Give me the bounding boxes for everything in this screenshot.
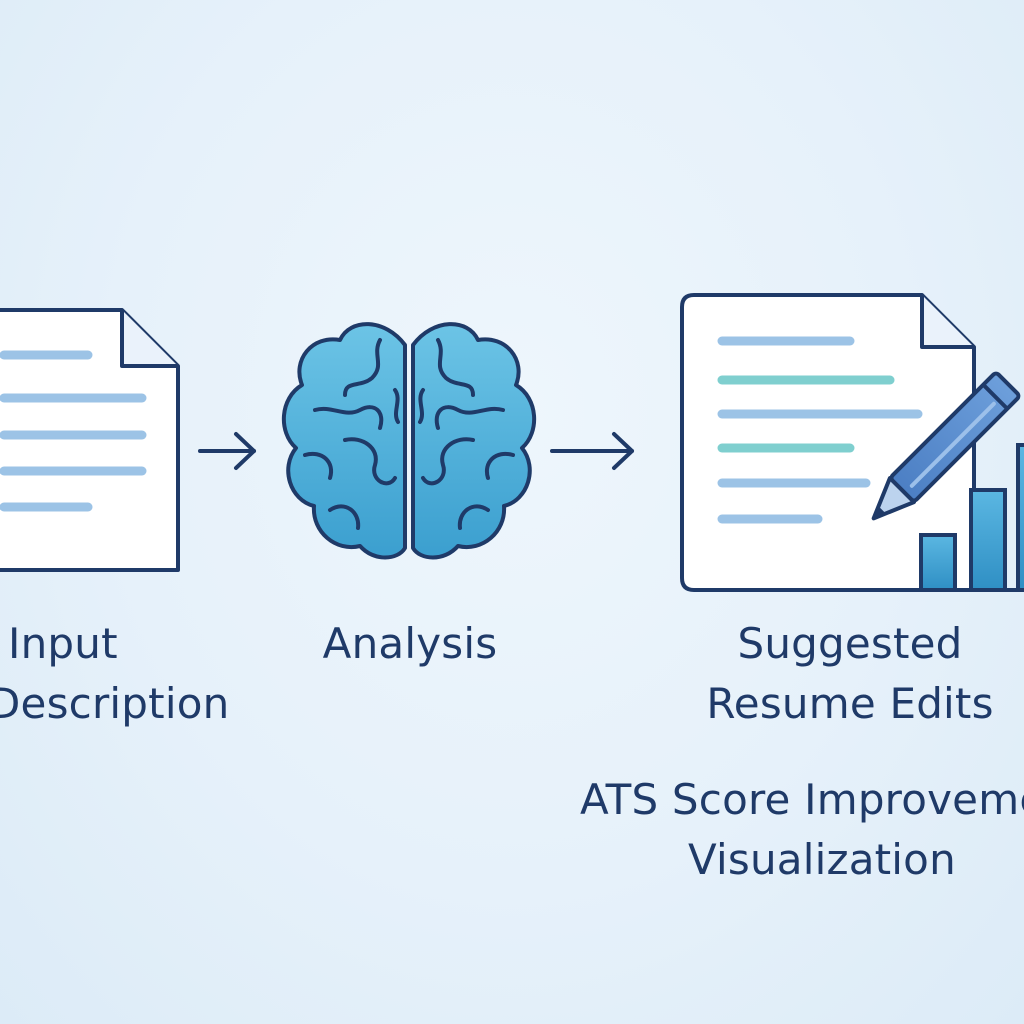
- ats-label-line1: ATS Score Improvement: [580, 775, 1024, 824]
- arrow-right-icon: [198, 432, 256, 470]
- ats-score-label: ATS Score Improvement Visualization: [580, 770, 1024, 890]
- arrow-right-icon: [550, 432, 634, 470]
- input-document-icon: [0, 308, 180, 572]
- suggested-edits-document-icon: [680, 293, 976, 592]
- edits-label-line1: Suggested: [737, 619, 963, 668]
- bar-chart-icon: [905, 443, 1024, 592]
- input-description-label: Input Description: [0, 614, 250, 734]
- input-label-line1: Input: [8, 619, 118, 668]
- pencil-icon: [871, 371, 1021, 521]
- analysis-label: Analysis: [322, 619, 498, 668]
- edits-label-line2: Resume Edits: [706, 679, 994, 728]
- input-label-line2: Description: [0, 679, 230, 728]
- ats-label-line2: Visualization: [688, 835, 956, 884]
- brain-icon: [282, 322, 536, 560]
- suggested-edits-label: Suggested Resume Edits: [690, 614, 1010, 734]
